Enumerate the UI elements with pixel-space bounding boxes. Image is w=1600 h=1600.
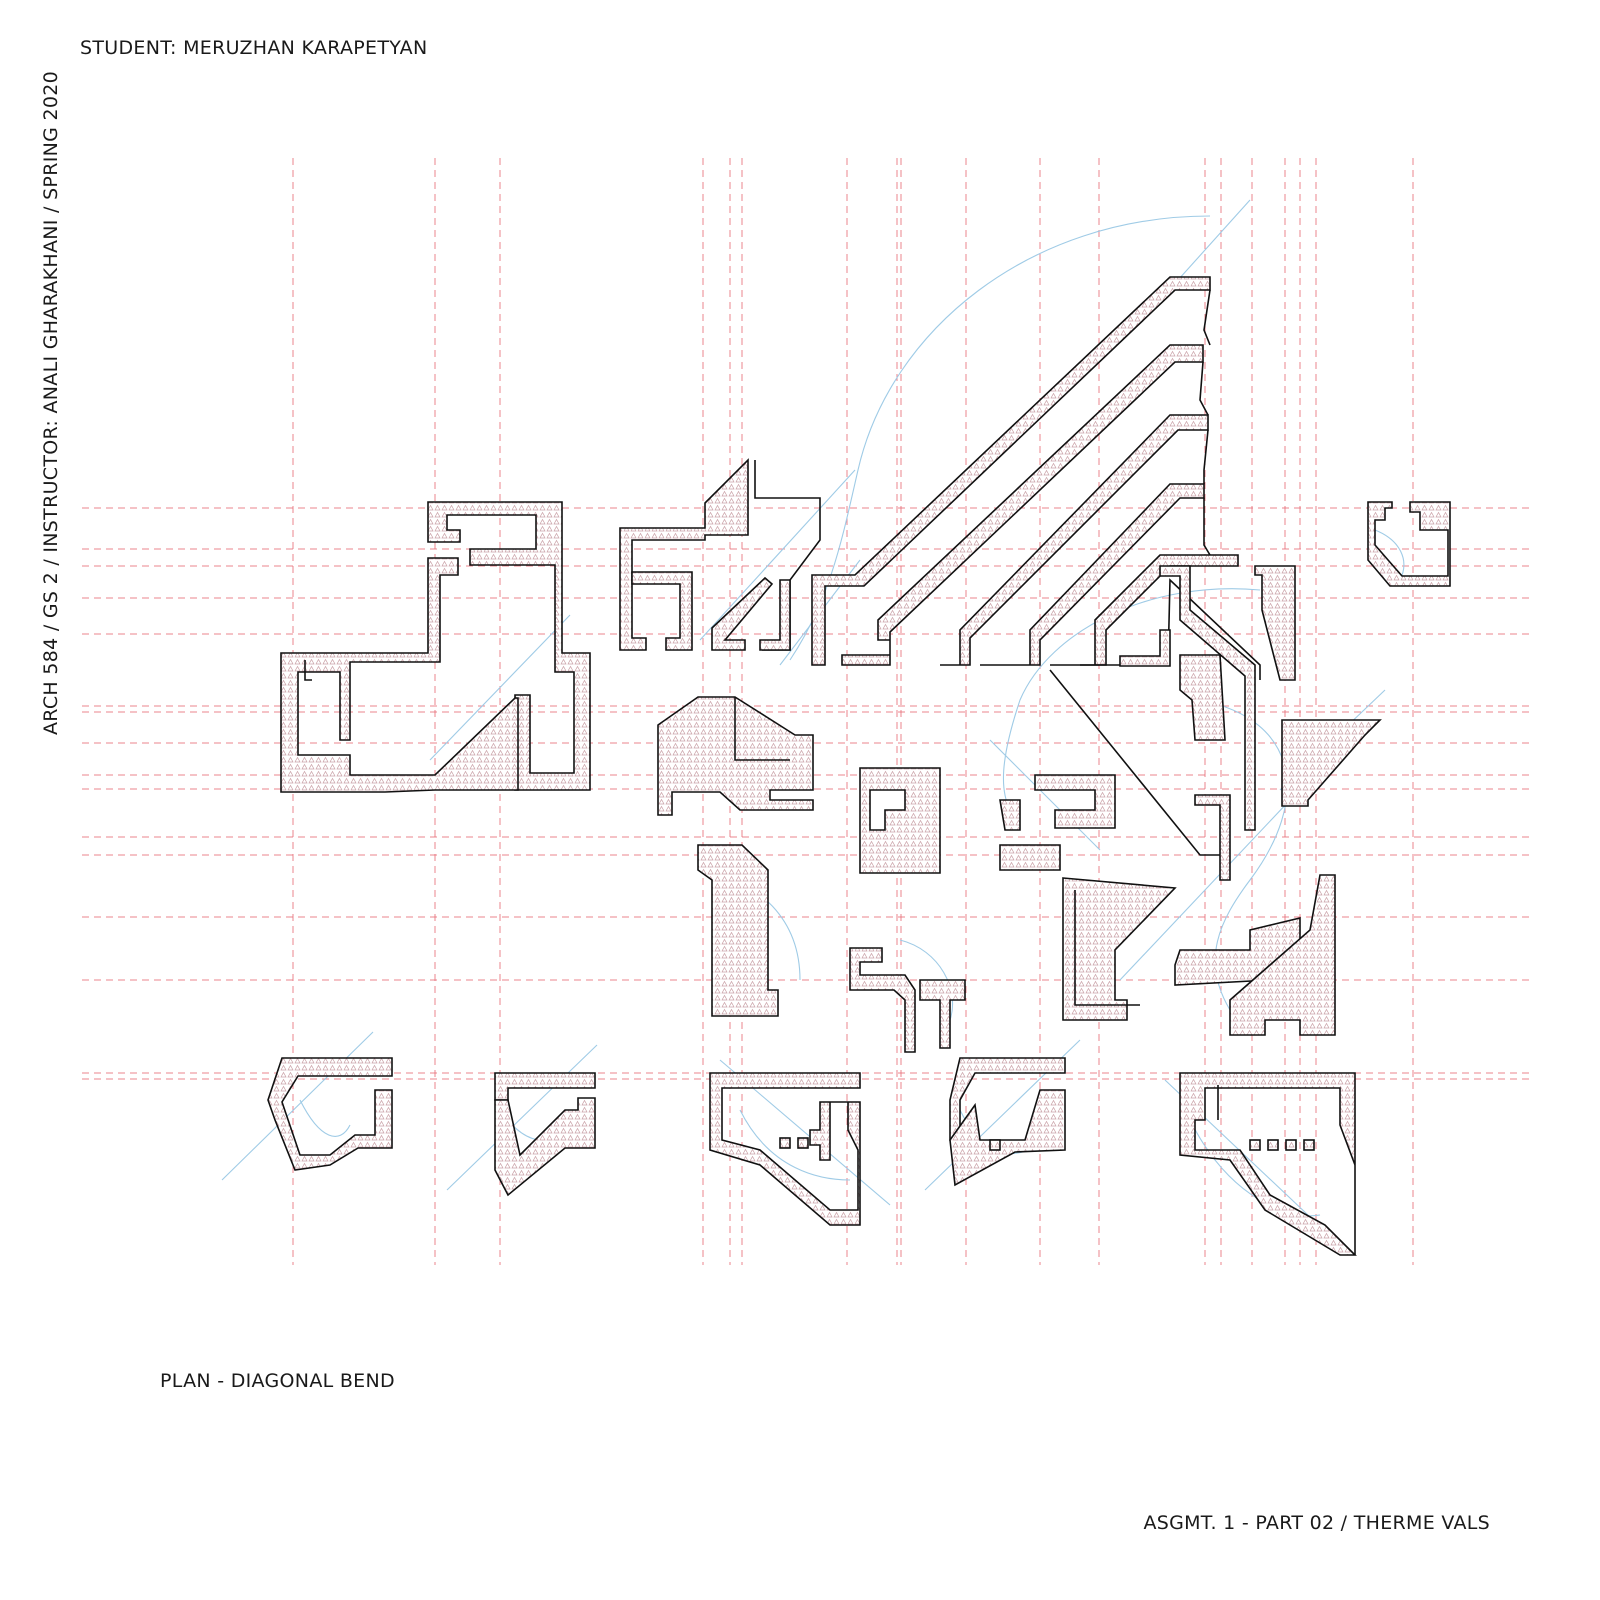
student-label: STUDENT: MERUZHAN KARAPETYAN <box>80 37 428 59</box>
plan-title: PLAN - DIAGONAL BEND <box>160 1370 395 1392</box>
assignment-label: ASGMT. 1 - PART 02 / THERME VALS <box>1143 1512 1490 1534</box>
regulating-lines <box>221 199 1405 1251</box>
plan-walls <box>267 276 1451 1256</box>
